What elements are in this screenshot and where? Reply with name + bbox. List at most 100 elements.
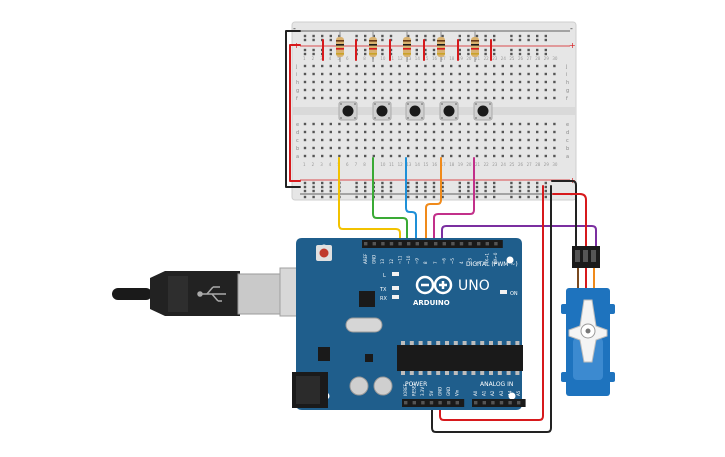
servo-motor[interactable] bbox=[561, 246, 615, 396]
wire-servo-vcc[interactable] bbox=[552, 193, 587, 251]
wire-purple-servo-signal[interactable] bbox=[441, 225, 597, 251]
chip-pin bbox=[453, 371, 458, 375]
wire-magenta-signal[interactable] bbox=[433, 157, 475, 247]
breadboard-hole bbox=[424, 189, 427, 193]
column-number: 29 bbox=[544, 56, 550, 61]
breadboard-hole bbox=[329, 38, 332, 42]
push-button-cap[interactable] bbox=[409, 105, 421, 117]
header-pin[interactable] bbox=[421, 401, 425, 405]
breadboard-hole bbox=[321, 138, 324, 142]
wire-servo-gnd[interactable] bbox=[551, 180, 577, 251]
header-pin[interactable] bbox=[424, 242, 428, 246]
breadboard-hole bbox=[441, 189, 444, 193]
breadboard-hole bbox=[510, 195, 513, 199]
resistor[interactable] bbox=[437, 30, 445, 62]
header-pin[interactable] bbox=[412, 401, 416, 405]
push-button-pin bbox=[407, 103, 409, 105]
breadboard-hole bbox=[407, 64, 410, 68]
wire-black-gnd[interactable] bbox=[431, 185, 552, 433]
breadboard-hole bbox=[450, 64, 453, 68]
header-pin[interactable] bbox=[389, 242, 394, 246]
header-pin[interactable] bbox=[451, 242, 455, 246]
wire-red-5v[interactable] bbox=[439, 185, 544, 421]
chip-pin bbox=[489, 341, 493, 345]
breadboard-hole bbox=[346, 96, 350, 100]
usb-cable-tail bbox=[112, 288, 152, 300]
wire-left-black-rail[interactable] bbox=[285, 30, 301, 188]
header-pin[interactable] bbox=[455, 401, 459, 405]
header-pin[interactable] bbox=[438, 401, 442, 405]
breadboard-hole bbox=[501, 154, 504, 158]
header-pin[interactable] bbox=[517, 401, 521, 405]
header-pin[interactable] bbox=[491, 401, 495, 405]
resistor[interactable] bbox=[403, 30, 411, 62]
breadboard-hole bbox=[432, 80, 436, 84]
reset-button-cap[interactable] bbox=[319, 248, 329, 258]
wire-yellow-signal[interactable] bbox=[338, 157, 401, 247]
breadboard-hole bbox=[346, 80, 350, 84]
led-on bbox=[500, 290, 507, 294]
header-pin[interactable] bbox=[398, 242, 402, 246]
header-pin[interactable] bbox=[508, 401, 512, 405]
header-pin[interactable] bbox=[404, 401, 408, 405]
resistor[interactable] bbox=[336, 30, 344, 62]
usb-cable[interactable] bbox=[112, 267, 307, 317]
breadboard-hole bbox=[346, 154, 350, 158]
breadboard-hole bbox=[450, 88, 453, 92]
header-pin[interactable] bbox=[485, 242, 489, 246]
breadboard-hole bbox=[432, 64, 436, 68]
wire-green-signal[interactable] bbox=[372, 157, 408, 247]
push-button-cap[interactable] bbox=[342, 105, 354, 117]
push-button-cap[interactable] bbox=[376, 105, 388, 117]
push-button-cap[interactable] bbox=[443, 105, 455, 117]
chip-pin bbox=[453, 341, 458, 345]
wire-blue-signal[interactable] bbox=[405, 157, 417, 247]
push-button[interactable] bbox=[473, 101, 493, 121]
breadboard-hole bbox=[346, 138, 350, 142]
header-pin[interactable] bbox=[447, 401, 451, 405]
header-pin[interactable] bbox=[442, 242, 446, 246]
breadboard-hole bbox=[536, 181, 539, 185]
breadboard-hole bbox=[544, 48, 547, 52]
resistor[interactable] bbox=[471, 30, 479, 62]
breadboard-hole bbox=[544, 181, 547, 185]
header-pin[interactable] bbox=[494, 242, 498, 246]
push-button[interactable] bbox=[338, 101, 358, 121]
resistor[interactable] bbox=[369, 30, 377, 62]
header-pin[interactable] bbox=[381, 242, 385, 246]
header-pin[interactable] bbox=[434, 242, 438, 246]
header-pin[interactable] bbox=[499, 401, 504, 405]
chip-pin bbox=[401, 341, 405, 345]
breadboard-hole bbox=[501, 130, 504, 134]
header-pin[interactable] bbox=[459, 242, 464, 246]
breadboard-hole bbox=[415, 146, 418, 150]
push-button-cap[interactable] bbox=[477, 105, 489, 117]
header-pin[interactable] bbox=[482, 401, 486, 405]
arduino-uno[interactable]: ARDUINO UNO L TX RX ON DIGITAL (PWM ~) P… bbox=[292, 238, 526, 410]
header-pin[interactable] bbox=[364, 242, 368, 246]
header-pin[interactable] bbox=[407, 242, 411, 246]
header-pin[interactable] bbox=[468, 242, 472, 246]
header-pin[interactable] bbox=[415, 242, 419, 246]
breadboard-hole bbox=[338, 64, 341, 68]
wire-left-red-rail[interactable] bbox=[289, 44, 301, 182]
push-button-pin bbox=[441, 117, 443, 119]
push-button[interactable] bbox=[372, 101, 392, 121]
wire-orange-signal[interactable] bbox=[425, 157, 442, 247]
push-button[interactable] bbox=[405, 101, 425, 121]
push-button[interactable] bbox=[439, 101, 459, 121]
breadboard-hole bbox=[450, 138, 453, 142]
breadboard-hole bbox=[415, 34, 418, 38]
mount-hole bbox=[506, 256, 514, 264]
header-pin[interactable] bbox=[429, 401, 434, 405]
header-pin[interactable] bbox=[477, 242, 481, 246]
column-number: 2 bbox=[312, 56, 315, 61]
column-number: 19 bbox=[458, 162, 464, 167]
header-pin[interactable] bbox=[372, 242, 376, 246]
column-number: 12 bbox=[398, 162, 404, 167]
header-pin[interactable] bbox=[474, 401, 478, 405]
